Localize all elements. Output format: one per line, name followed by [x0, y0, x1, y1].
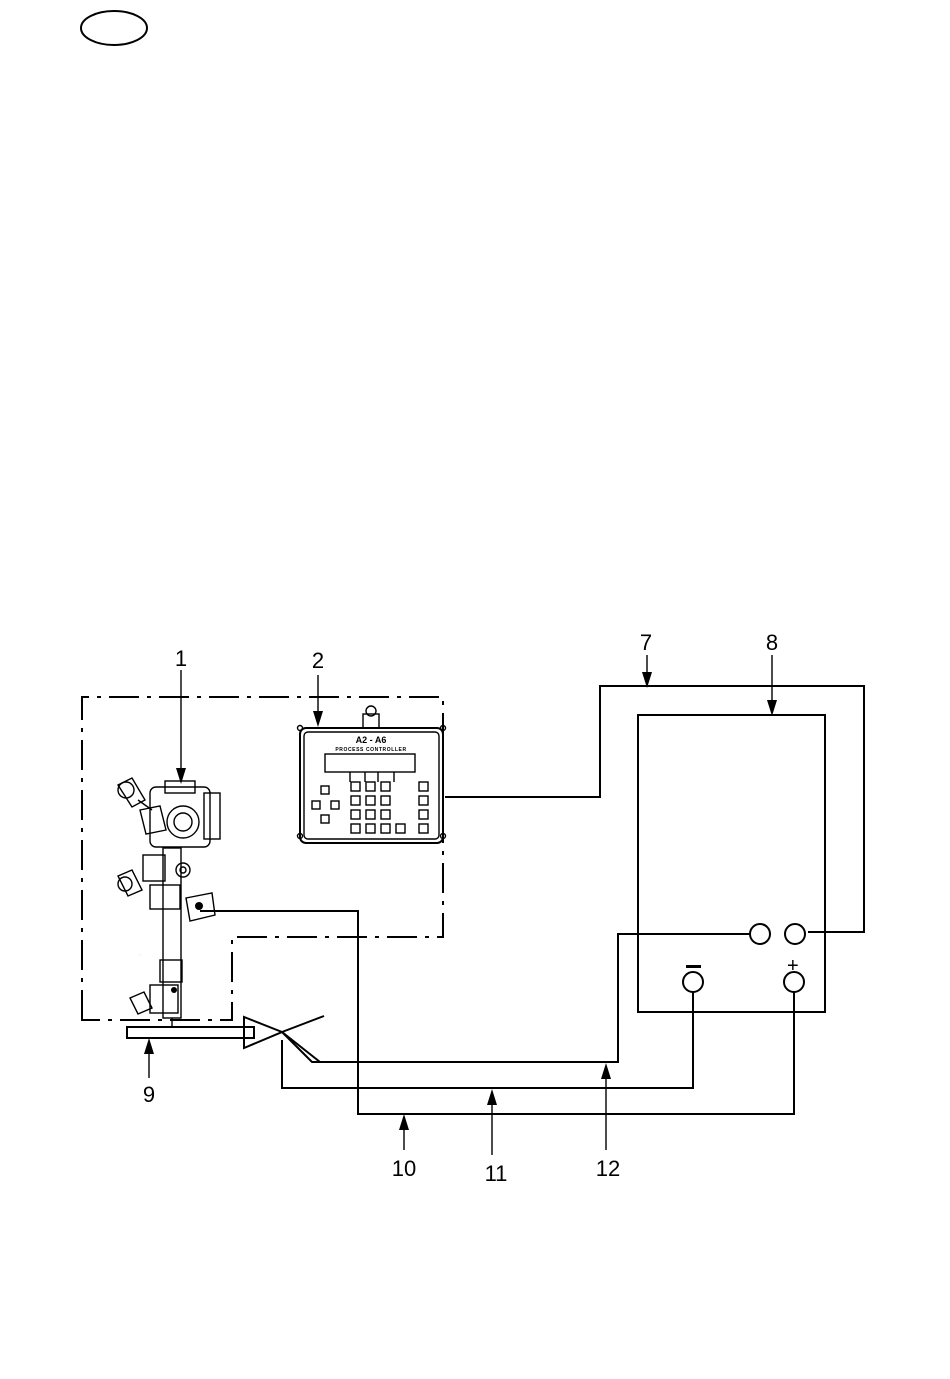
callout-10: 10: [392, 1156, 416, 1181]
arrow-10: [399, 1114, 409, 1130]
process-controller: A2 - A6 PROCESS CONTROLLER: [298, 706, 446, 843]
torch-nozzle: [244, 1016, 324, 1062]
workpiece: [127, 1027, 254, 1038]
arrow-2: [313, 711, 323, 727]
arrow-11: [487, 1089, 497, 1105]
callout-8: 8: [766, 630, 778, 655]
arrow-12: [601, 1063, 611, 1079]
negative-terminal: [683, 972, 703, 992]
callout-2: 2: [312, 648, 324, 673]
controller-display: [325, 754, 415, 772]
cable-11-return: [282, 992, 693, 1088]
controller-brand: A2 - A6: [356, 735, 387, 745]
cable-controller-to-power: [445, 686, 864, 932]
cable-12-measuring: [282, 934, 750, 1062]
callout-11: 11: [485, 1161, 508, 1186]
language-badge: [81, 11, 147, 45]
plus-sign: +: [787, 955, 799, 977]
welding-head: [118, 778, 220, 1027]
power-source-socket-2: [785, 924, 805, 944]
callout-1: 1: [175, 646, 187, 671]
callout-12: 12: [596, 1156, 620, 1181]
power-source-socket-1: [750, 924, 770, 944]
arrow-8: [767, 700, 777, 716]
arrow-9: [144, 1038, 154, 1054]
minus-sign-bar: [686, 965, 701, 968]
callout-9: 9: [143, 1082, 155, 1107]
callout-7: 7: [640, 630, 652, 655]
controller-subtitle: PROCESS CONTROLLER: [335, 747, 406, 753]
